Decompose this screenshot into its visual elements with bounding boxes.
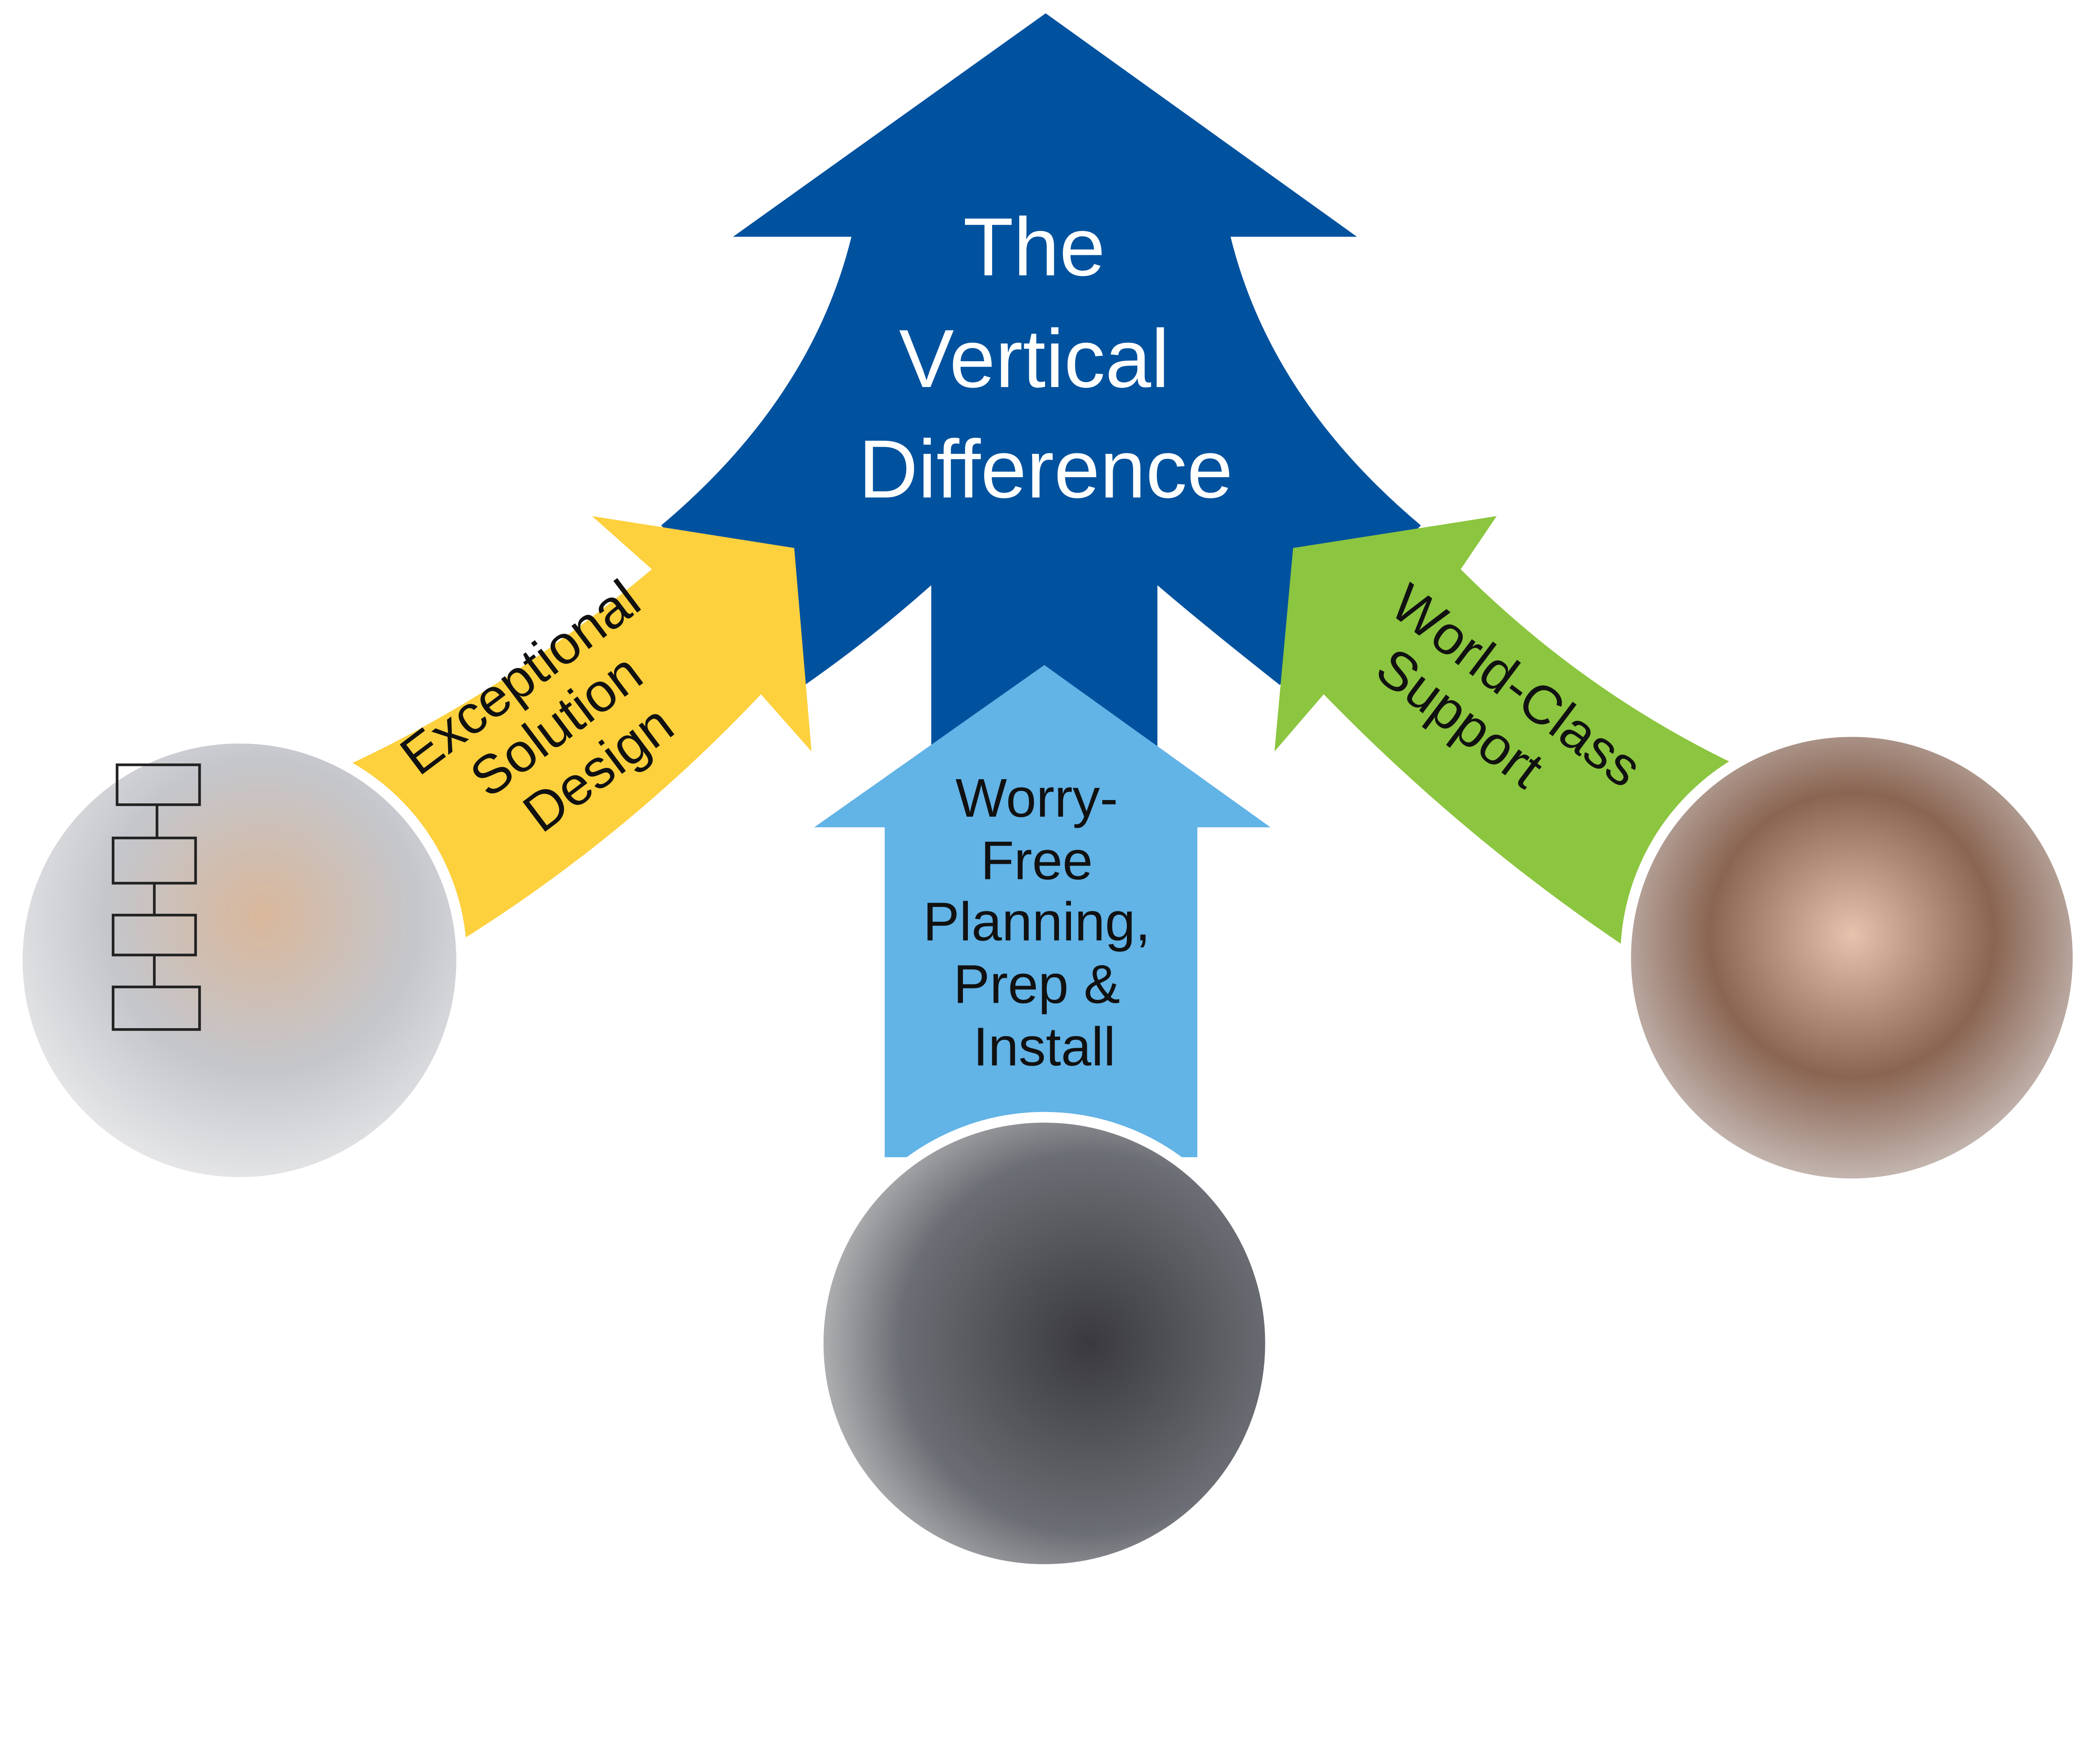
svg-text:Worry- Free Planning,: Worry- Free Planning, Prep & Install xyxy=(923,768,1165,1077)
title-line-2: Vertical xyxy=(899,312,1169,405)
flowchart-sketch-icon xyxy=(111,763,201,1031)
main-arrow xyxy=(661,13,1421,752)
planning-label-2: Free xyxy=(981,830,1093,891)
title-line-1: The xyxy=(963,201,1106,293)
title-line-3: Difference xyxy=(859,423,1233,515)
planning-arrow xyxy=(814,665,1271,1158)
planning-label-3: Planning, xyxy=(923,891,1150,952)
support-arrow xyxy=(1274,516,1736,947)
design-photo xyxy=(12,733,467,1188)
planning-label-4: Prep & xyxy=(953,954,1120,1014)
vertical-difference-diagram: The Vertical Difference Exceptional Solu… xyxy=(12,13,2083,1575)
design-arrow xyxy=(348,516,812,942)
planning-label-1: Worry- xyxy=(955,768,1118,828)
planning-photo xyxy=(813,1112,1276,1575)
planning-label-5: Install xyxy=(973,1016,1115,1077)
svg-text:The Vertical Differenc: The Vertical Difference xyxy=(859,201,1233,515)
support-photo xyxy=(1620,726,2083,1189)
